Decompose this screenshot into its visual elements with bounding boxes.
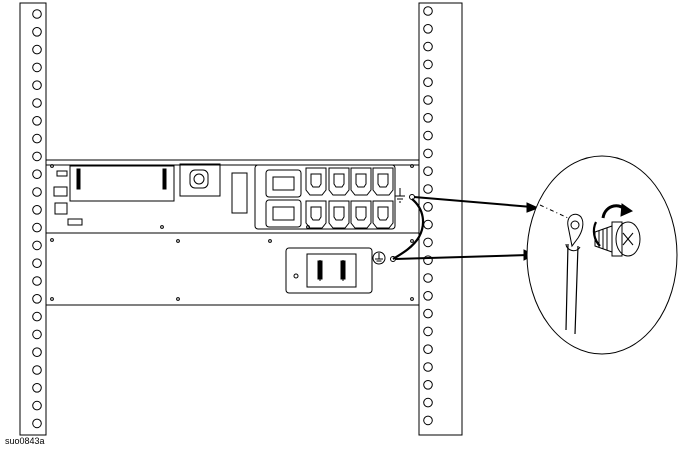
rail-hole — [32, 44, 42, 55]
c13-outlet — [350, 200, 372, 229]
rail-hole — [32, 383, 42, 393]
rail-hole — [32, 133, 42, 144]
rail-hole — [423, 326, 433, 337]
arrow-to-detail-bottom — [394, 254, 529, 260]
grounding-screw — [594, 221, 641, 257]
rail-hole — [423, 184, 433, 194]
rail-hole — [423, 113, 433, 123]
rail-hole — [423, 291, 433, 301]
c19-outlet-bottom — [265, 199, 302, 228]
rail-hole — [423, 237, 433, 248]
c13-outlet — [305, 167, 327, 196]
epo-port — [67, 218, 83, 226]
c13-outlet-group — [305, 167, 394, 229]
c13-outlet — [350, 167, 372, 196]
rail-hole — [423, 148, 433, 159]
usb-port — [56, 170, 68, 177]
rail-hole — [32, 62, 42, 73]
rail-hole — [32, 276, 42, 286]
network-port — [54, 202, 68, 215]
rail-hole — [423, 130, 433, 141]
rail-hole — [423, 255, 433, 266]
rail-hole — [423, 273, 433, 283]
figure-id: suo0843a — [5, 436, 45, 446]
rail-hole — [32, 205, 42, 215]
rail-hole — [423, 308, 433, 319]
rail-hole — [32, 311, 42, 322]
ground-wire — [392, 198, 425, 260]
rail-hole — [423, 59, 433, 70]
rail-hole — [32, 365, 42, 375]
c13-outlet — [328, 167, 350, 196]
c13-outlet — [372, 167, 394, 196]
rail-hole — [32, 418, 42, 429]
ground-icon — [395, 188, 405, 203]
protective-earth-icon — [372, 251, 386, 265]
rail-hole — [32, 258, 42, 269]
rail-hole — [423, 41, 433, 52]
rail-hole — [423, 202, 433, 212]
left-rail-holes — [32, 9, 42, 429]
arrow-to-detail-top — [413, 196, 533, 208]
serial-port — [53, 186, 68, 197]
rail-hole — [423, 380, 433, 390]
c13-outlet — [305, 200, 327, 229]
rail-hole — [32, 80, 42, 90]
ups-card-slot — [69, 165, 175, 202]
rail-hole — [32, 294, 42, 304]
rail-hole — [423, 6, 433, 16]
rotation-arrow-icon — [592, 203, 634, 247]
rail-hole — [423, 344, 433, 355]
rail-hole — [32, 9, 42, 19]
c13-outlet — [372, 200, 394, 229]
rail-hole — [32, 240, 42, 251]
rail-hole — [32, 169, 42, 179]
c19-outlet-top — [265, 169, 302, 198]
ground-wire-detail — [565, 243, 579, 335]
switch-panel — [285, 247, 373, 294]
rail-hole — [32, 222, 42, 233]
rail-hole — [423, 362, 433, 372]
detail-callout-circle — [526, 155, 678, 355]
rail-hole — [32, 151, 42, 162]
outlet-panel — [254, 164, 396, 230]
rail-hole — [32, 116, 42, 126]
right-rail-holes — [423, 6, 433, 426]
rail-hole — [32, 98, 42, 108]
ring-terminal — [567, 213, 584, 248]
lower-unit — [45, 232, 420, 306]
rail-hole — [32, 187, 42, 197]
rail-hole — [423, 415, 433, 426]
rail-hole — [423, 77, 433, 87]
rail-hole — [32, 347, 42, 358]
circuit-breaker — [179, 163, 221, 197]
rail-hole — [423, 24, 433, 34]
battery-connector-slot — [231, 172, 248, 214]
left-rack-rail — [19, 2, 47, 436]
c13-outlet — [328, 200, 350, 229]
rail-hole — [423, 95, 433, 105]
rail-hole — [423, 166, 433, 176]
rail-hole — [32, 400, 42, 411]
rail-hole — [32, 27, 42, 37]
rail-hole — [32, 329, 42, 340]
rocker-switch — [306, 253, 357, 288]
rail-hole — [423, 397, 433, 408]
